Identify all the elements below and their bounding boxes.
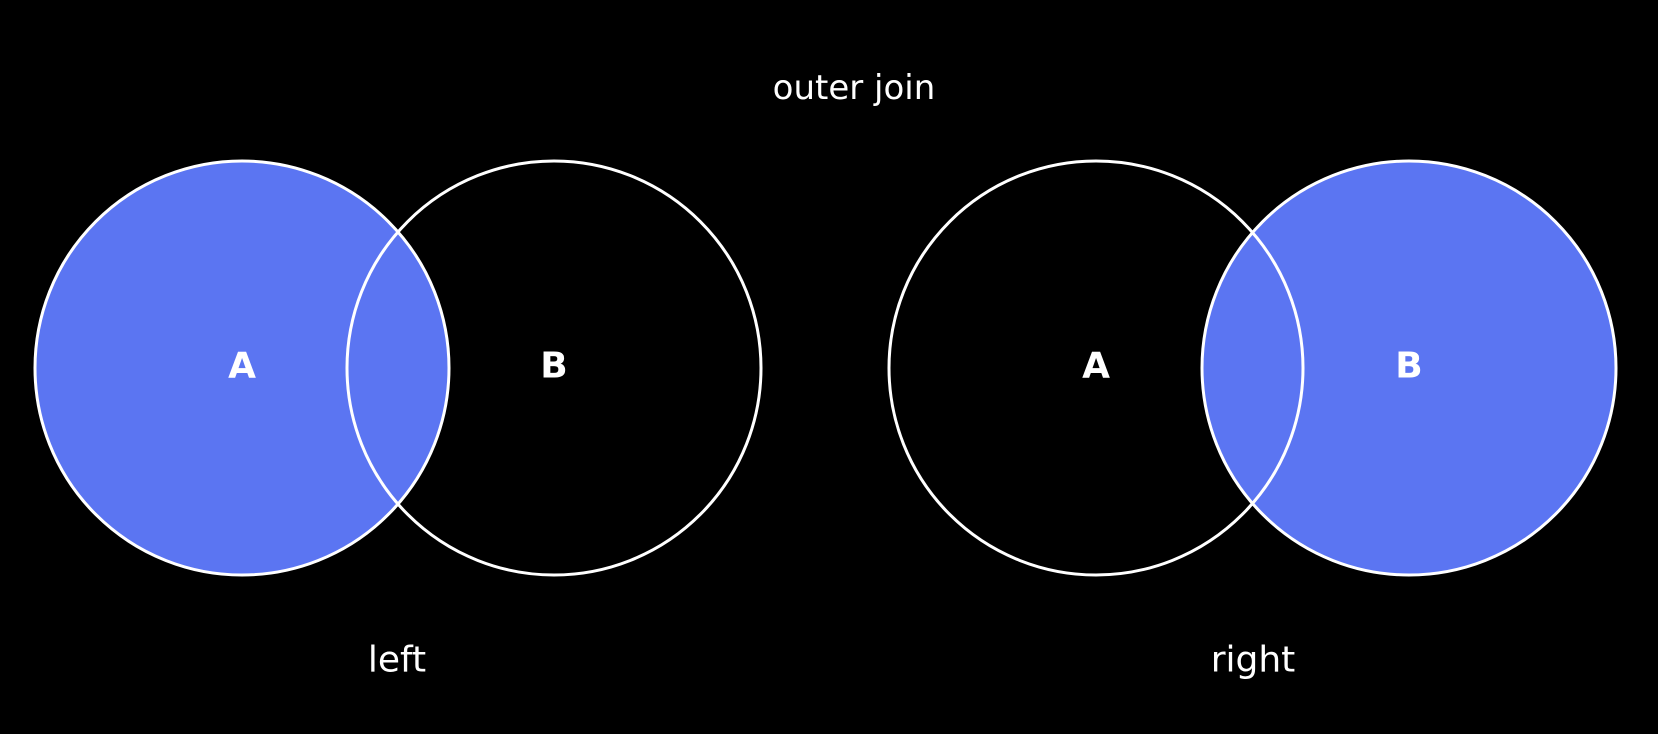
right-join-caption: right	[1211, 640, 1296, 681]
left-join-caption: left	[368, 640, 426, 681]
left-join-venn: A B	[33, 159, 763, 577]
right-set-b-outline	[1200, 159, 1618, 577]
right-set-b-label: B	[1395, 346, 1422, 387]
diagram-title: outer join	[773, 68, 936, 108]
right-set-b-fill	[1202, 161, 1616, 575]
left-set-a-label: A	[228, 346, 256, 387]
right-set-a-label: A	[1082, 346, 1110, 387]
right-set-a-outline	[887, 159, 1305, 577]
right-join-venn: A B	[887, 159, 1618, 577]
left-set-b-label: B	[540, 346, 567, 387]
left-set-a-fill	[35, 161, 449, 575]
left-set-a-outline	[33, 159, 451, 577]
left-set-b-outline	[345, 159, 763, 577]
